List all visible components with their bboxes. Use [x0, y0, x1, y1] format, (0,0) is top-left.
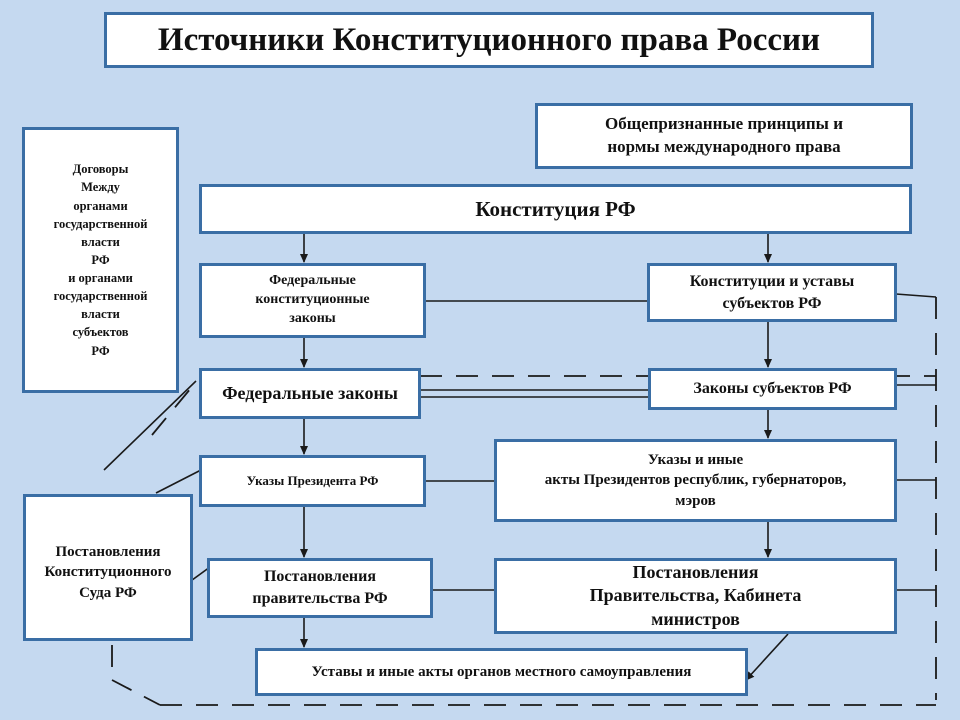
box-subject-constitutions: Конституции и уставы субъектов РФ: [647, 263, 897, 322]
link-treaties-diagonal: [103, 380, 197, 471]
arrow-cabinet-to-local-acts: [745, 633, 789, 681]
dashed-frame-diagonal: [151, 381, 197, 436]
box-treaties: Договоры Между органами государственной …: [22, 127, 179, 393]
box-president-decrees: Указы Президента РФ: [199, 455, 426, 507]
box-constitution: Конституция РФ: [199, 184, 912, 234]
box-federal-constitutional-laws: Федеральные конституционные законы: [199, 263, 426, 338]
box-government-resolutions: Постановления правительства РФ: [207, 558, 433, 618]
dashed-frame-corner: [111, 679, 161, 706]
box-local-government-acts: Уставы и иные акты органов местного само…: [255, 648, 748, 696]
page-title: Источники Конституционного права России: [104, 12, 874, 68]
box-cabinet-resolutions: Постановления Правительства, Кабинета ми…: [494, 558, 897, 634]
box-subject-laws: Законы субъектов РФ: [648, 368, 897, 410]
box-constitutional-court: Постановления Конституционного Суда РФ: [23, 494, 193, 641]
link-decrees-diagonal: [155, 469, 202, 494]
box-federal-laws: Федеральные законы: [199, 368, 421, 419]
link-subject-constitutions-frame: [895, 293, 937, 298]
box-republic-decrees: Указы и иные акты Президентов республик,…: [494, 439, 897, 522]
box-international-law: Общепризнанные принципы и нормы междунар…: [535, 103, 913, 169]
